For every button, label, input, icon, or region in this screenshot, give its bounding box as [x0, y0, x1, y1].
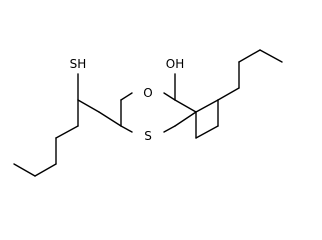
ring-oxygen-label: O — [143, 86, 152, 100]
bond — [77, 99, 100, 113]
bond — [13, 163, 36, 177]
structure-svg: OH O S SH — [13, 49, 283, 177]
bond — [55, 125, 79, 139]
bond — [98, 111, 122, 127]
bond — [217, 87, 240, 101]
thiol-label: SH — [70, 57, 87, 71]
ring-sulfur-label: S — [144, 129, 152, 143]
hydroxyl-label: OH — [166, 57, 184, 71]
bond — [120, 125, 133, 133]
bond — [259, 49, 283, 63]
molecule-diagram: OH O S SH — [13, 49, 283, 177]
bond — [238, 49, 261, 63]
bond — [163, 92, 176, 101]
bond — [195, 99, 219, 113]
bond — [34, 163, 57, 177]
bond — [174, 99, 197, 113]
bond — [163, 125, 176, 133]
bond — [120, 92, 133, 101]
bond — [174, 111, 197, 127]
bond — [195, 125, 219, 139]
